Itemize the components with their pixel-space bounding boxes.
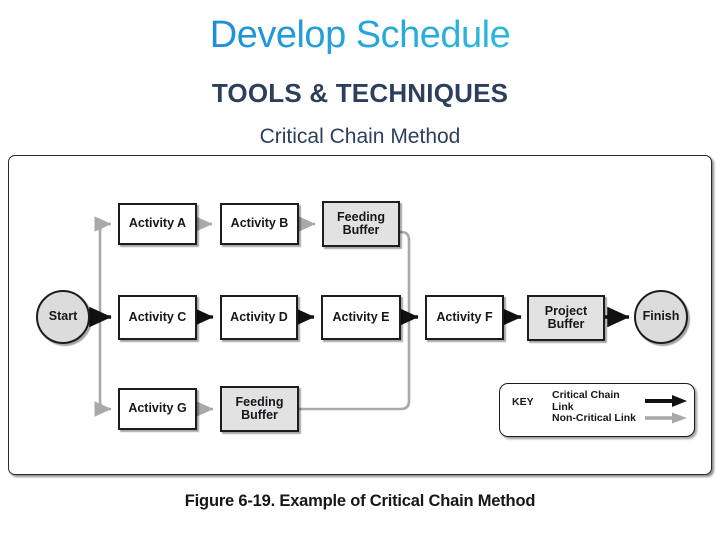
feeding-buffer-top-line1: Feeding [337,209,385,224]
node-activity-a[interactable]: Activity A [118,203,197,245]
legend-row-non-critical: Non-Critical Link [552,410,692,426]
node-activity-f[interactable]: Activity F [425,295,504,340]
legend-non-critical-label: Non-Critical Link [552,412,637,424]
project-buffer-line2: Buffer [547,317,585,331]
node-activity-d[interactable]: Activity D [220,295,298,340]
node-activity-b[interactable]: Activity B [220,203,299,245]
node-feeding-buffer-top[interactable]: Feeding Buffer [322,201,400,247]
subtitle-tools-techniques: TOOLS & TECHNIQUES [211,78,509,108]
subtitle-critical-chain-method: Critical Chain Method [259,125,461,148]
critical-chain-arrow-icon [645,395,687,407]
feeding-buffer-top-line2: Buffer [342,223,380,237]
node-feeding-buffer-bottom[interactable]: Feeding Buffer [220,386,299,432]
legend-critical-label: Critical Chain Link [552,389,620,413]
page-title: Develop Schedule [0,16,720,54]
feeding-buffer-bottom-line2: Buffer [241,408,278,422]
node-activity-e[interactable]: Activity E [321,295,401,340]
legend-row-critical: Critical Chain Link [552,389,692,413]
node-activity-g[interactable]: Activity G [118,388,197,430]
project-buffer-line1: Project [544,303,588,318]
node-start[interactable]: Start [36,290,90,344]
non-critical-arrow-icon [645,412,687,424]
node-activity-c[interactable]: Activity C [118,295,197,340]
legend-key: KEY Critical Chain Link Non-Critical Lin… [499,383,695,437]
legend-title: KEY [512,396,534,408]
figure-caption: Figure 6-19. Example of Critical Chain M… [184,492,536,510]
node-finish[interactable]: Finish [634,290,688,344]
feeding-buffer-bottom-line1: Feeding [235,394,284,409]
node-project-buffer[interactable]: Project Buffer [527,295,605,341]
